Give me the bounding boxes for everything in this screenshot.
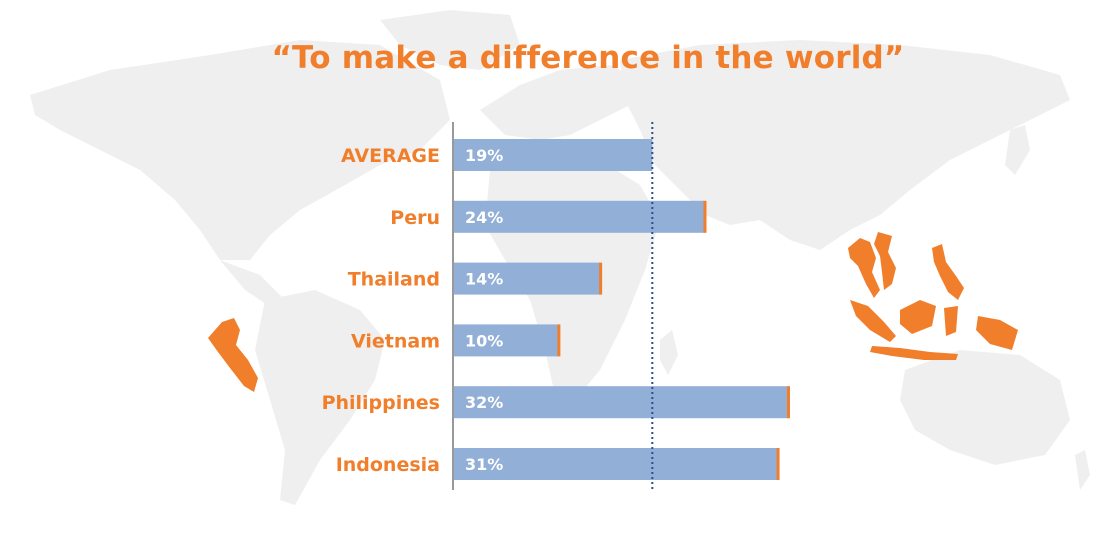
bar-average: [454, 139, 653, 171]
labels-layer: AVERAGE 19% Peru 24% Thailand 14% Vietnam 10% Ph…: [322, 145, 504, 476]
value-label-vietnam: 10%: [465, 331, 503, 350]
philippines-shape: [932, 244, 964, 300]
bar-end-marker-indonesia: [776, 448, 780, 480]
bar-end-marker-peru: [703, 200, 707, 233]
bars-layer: [454, 139, 790, 480]
category-label-philippines: Philippines: [322, 392, 440, 414]
bar-vietnam: [454, 324, 559, 357]
value-label-average: 19%: [465, 146, 503, 165]
bar-peru: [454, 200, 705, 233]
category-label-average: AVERAGE: [341, 145, 440, 167]
category-label-peru: Peru: [390, 207, 440, 229]
thailand-shape: [848, 238, 880, 298]
bar-end-marker-vietnam: [557, 324, 561, 357]
category-label-vietnam: Vietnam: [351, 330, 440, 352]
value-label-peru: 24%: [465, 208, 503, 227]
value-label-indonesia: 31%: [465, 455, 503, 474]
bar-indonesia: [454, 448, 778, 480]
category-label-indonesia: Indonesia: [336, 454, 440, 476]
vietnam-shape: [874, 232, 896, 290]
bar-end-marker-philippines: [787, 386, 790, 419]
category-label-thailand: Thailand: [348, 269, 440, 291]
highlighted-countries: [208, 232, 1018, 392]
chart-title: “To make a difference in the world”: [271, 40, 905, 76]
bar-end-marker-thailand: [599, 262, 603, 295]
peru-shape: [208, 318, 258, 392]
indonesia-shape: [850, 300, 1018, 360]
value-label-philippines: 32%: [465, 393, 503, 412]
bar-thailand: [454, 262, 601, 295]
bar-philippines: [454, 386, 788, 419]
value-label-thailand: 14%: [465, 270, 503, 289]
